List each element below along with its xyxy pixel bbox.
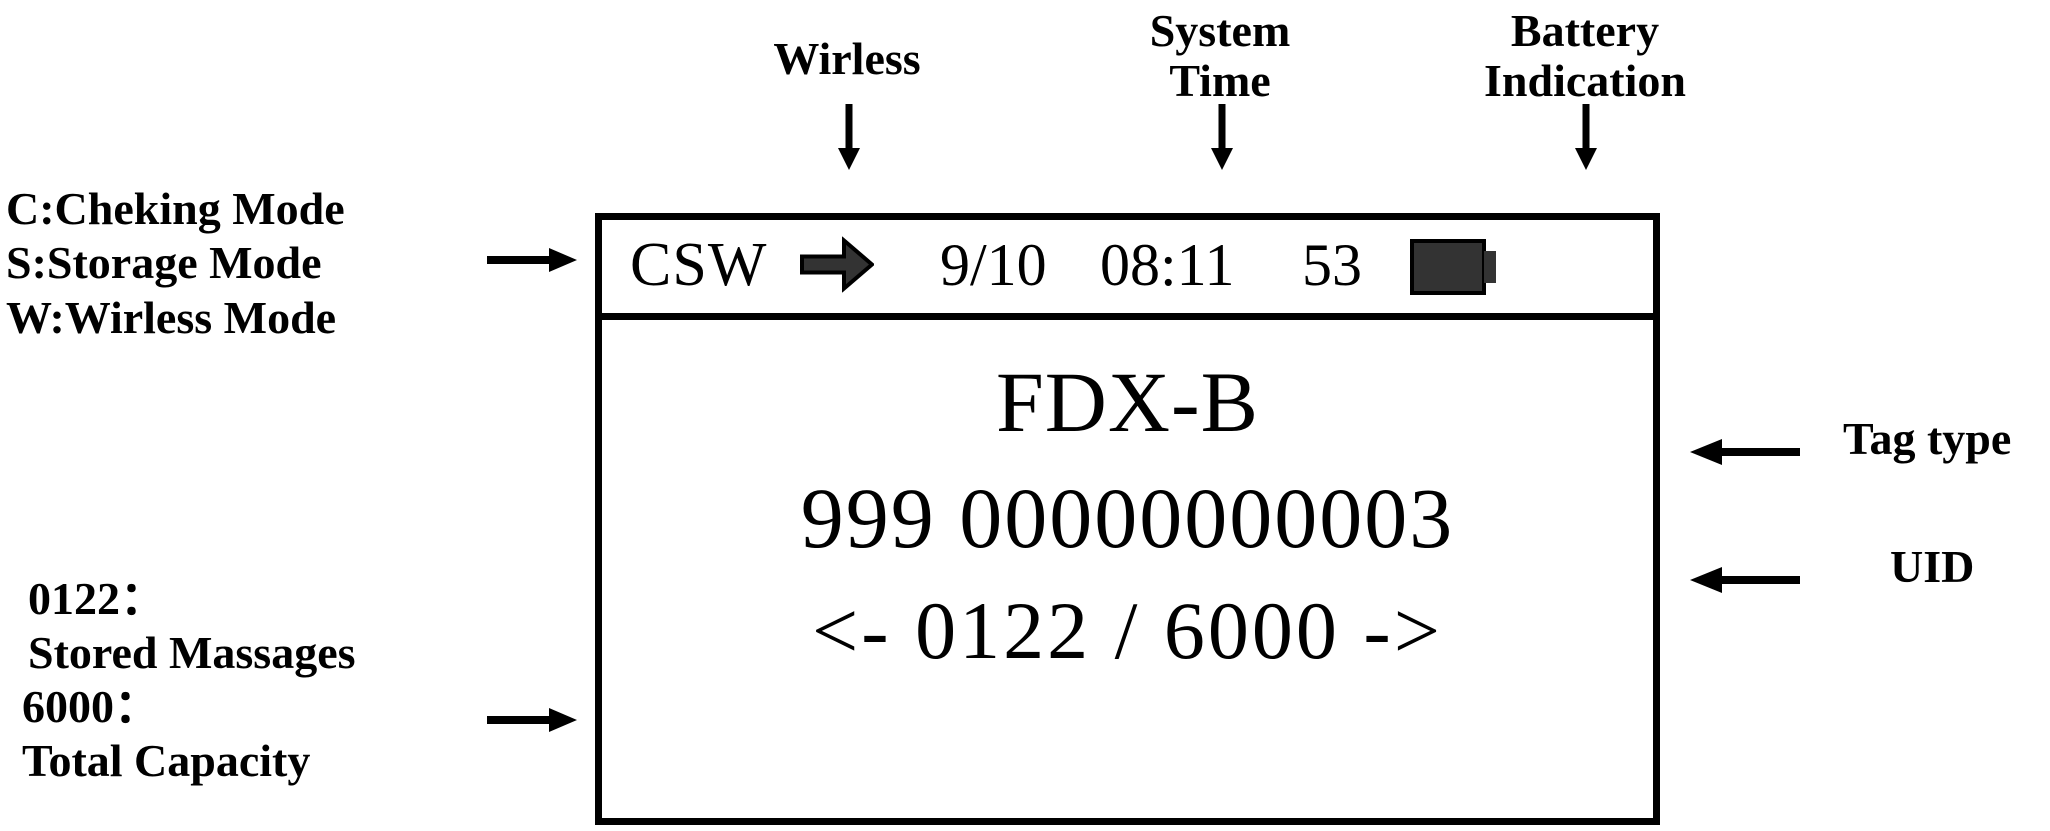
callout-arrow-system-time	[1209, 104, 1235, 170]
annotation-mode-wireless: W:Wirless Mode	[6, 291, 337, 343]
annotation-stored-messages: 0122： Stored Massages	[28, 572, 356, 681]
lcd-status-bar: CSW 9/10 08:11 53	[602, 220, 1653, 320]
annotation-battery-line2: Indication	[1484, 54, 1686, 106]
annotation-uid: UID	[1890, 541, 1975, 592]
annotation-stored-label: Stored Massages	[28, 627, 356, 679]
callout-arrow-wireless	[836, 104, 862, 170]
mode-flags-indicator: CSW	[630, 230, 768, 299]
record-navigation: <- 0122 / 6000 ->	[812, 585, 1443, 676]
annotation-mode-storage: S:Storage Mode	[6, 237, 322, 289]
annotation-system-time-line2: Time	[1169, 54, 1271, 106]
annotation-wireless: Wirless	[773, 33, 921, 84]
right-arrow-icon	[800, 235, 876, 297]
battery-icon	[1410, 238, 1496, 295]
callout-arrow-uid	[1690, 565, 1800, 595]
tag-type-value: FDX-B	[995, 354, 1260, 450]
annotation-mode-legend: C:Cheking Mode S:Storage Mode W:Wirless …	[6, 182, 345, 345]
annotation-battery-line1: Battery	[1510, 5, 1660, 56]
annotation-total-capacity: 6000： Total Capacity	[22, 680, 310, 789]
callout-arrow-mode-legend	[487, 245, 577, 275]
callout-arrow-capacity	[487, 705, 577, 735]
battery-body	[1410, 238, 1486, 295]
callout-arrow-battery	[1573, 104, 1599, 170]
status-count: 53	[1302, 231, 1362, 298]
status-date: 9/10	[940, 231, 1047, 298]
annotation-system-time-line1: System	[1149, 5, 1291, 56]
annotation-system-time: System Time	[1105, 6, 1335, 105]
annotation-battery: Battery Indication	[1450, 6, 1720, 105]
annotation-capacity-label: Total Capacity	[22, 735, 311, 787]
annotation-capacity-value: 6000：	[22, 681, 160, 732]
lcd-content-area: FDX-B 999 00000000003 <- 0122 / 6000 ->	[602, 320, 1653, 818]
annotation-mode-checking: C:Cheking Mode	[6, 183, 345, 234]
status-time: 08:11	[1100, 231, 1235, 298]
annotation-tag-type: Tag type	[1843, 413, 2012, 464]
annotation-stored-value: 0122：	[28, 573, 166, 624]
battery-terminal	[1484, 250, 1496, 283]
uid-value: 999 00000000003	[800, 470, 1455, 566]
callout-arrow-tag-type	[1690, 437, 1800, 467]
device-lcd-screen: CSW 9/10 08:11 53 FDX-B 999 00000000003 …	[595, 213, 1660, 825]
